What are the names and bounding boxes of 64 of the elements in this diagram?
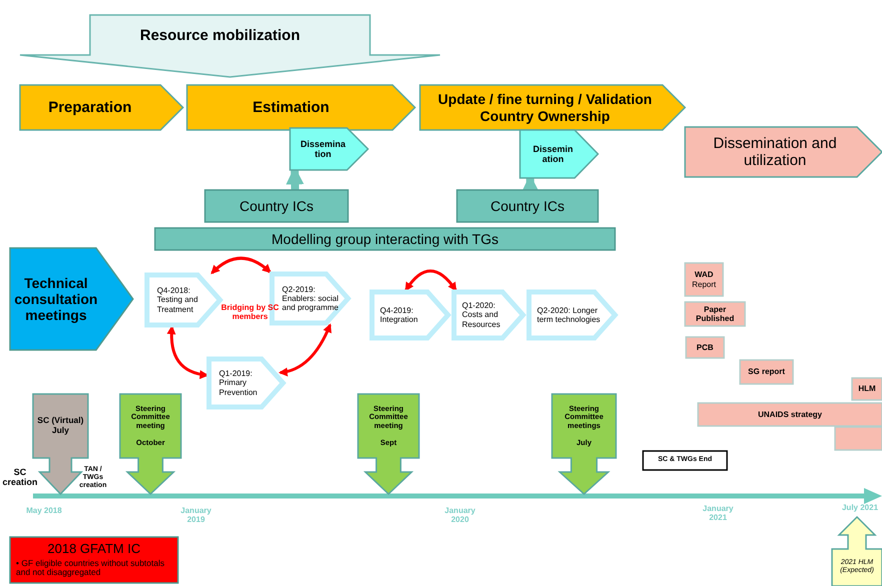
milestone-callout [552,394,616,494]
dissemination-tag [290,128,368,170]
node-label: HLM [858,384,876,394]
node-label: Q4-2019: Integration [380,306,419,324]
node-label: Q1-2019: Primary Prevention [219,369,258,397]
phase-banner [420,85,685,130]
phase-banner [20,85,183,130]
phase-banner [685,127,882,177]
phase-banner [187,85,415,130]
arrow [278,323,332,376]
node-label: Resource mobilization [140,27,300,45]
output-box [686,337,724,358]
node-label: SG report [748,367,785,377]
group-box [205,190,348,222]
arrow [167,325,209,379]
node-label: Paper Published [694,304,736,324]
node-label: Dissemina tion [299,138,347,160]
topic-panel [145,273,222,327]
milestone-callout [832,517,882,586]
date-label: January 2019 [180,506,212,524]
bullet-text: • GF eligible countries without subtotals and not disaggregated [15,558,166,578]
milestone-callout [358,394,419,494]
node-label: Q4-2018: Testing and Treatment [157,286,199,314]
node-label: 2018 GFATM IC [48,542,140,557]
node-label: Q2-2019: Enablers: social and programme [282,284,340,312]
topic-panel [270,272,350,325]
topic-panel [527,290,617,340]
arrow [404,270,457,292]
node-label: Update / fine turning / Validation Country Ownership [437,91,653,124]
milestone-callout [120,394,181,494]
node-label: Estimation [252,98,330,116]
date-label: May 2018 [26,506,62,516]
milestone-label: SC creation [1,467,38,488]
node-label: Country ICs [490,198,564,214]
node-label: WAD Report [690,270,717,289]
meeting-banner [10,248,133,350]
node-label: Country ICs [240,198,314,214]
annotation-text: Bridging by SC members [220,303,280,322]
node-label: UNAIDS strategy [758,410,822,420]
group-bar [155,228,615,250]
node-label: Q2-2020: Longer term technologies [537,306,602,324]
date-label: July 2021 [840,503,880,512]
note-box [10,537,178,583]
group-box [457,190,598,222]
node-label: Modelling group interacting with TGs [272,230,498,248]
note-box [643,451,727,470]
output-box [740,360,793,384]
heading-banner [20,15,440,77]
arrow [210,256,272,274]
topic-panel [207,357,285,409]
node-label: Dissemin ation [532,144,574,164]
node-label: Q1-2020: Costs and Resources [462,301,502,329]
node-label: SC (Virtual) July [36,416,85,436]
output-box [685,302,745,326]
topic-panel [452,290,525,340]
date-label: January 2021 [702,504,734,522]
output-box [852,378,882,400]
node-label: Preparation [48,98,132,116]
date-label: January 2020 [444,506,476,524]
node-label: Technical consultation meetings [13,274,99,324]
node-label: PCB [696,342,714,352]
topic-panel [370,290,450,340]
node-label: Dissemination and utilization [712,134,838,170]
output-box [685,263,723,296]
